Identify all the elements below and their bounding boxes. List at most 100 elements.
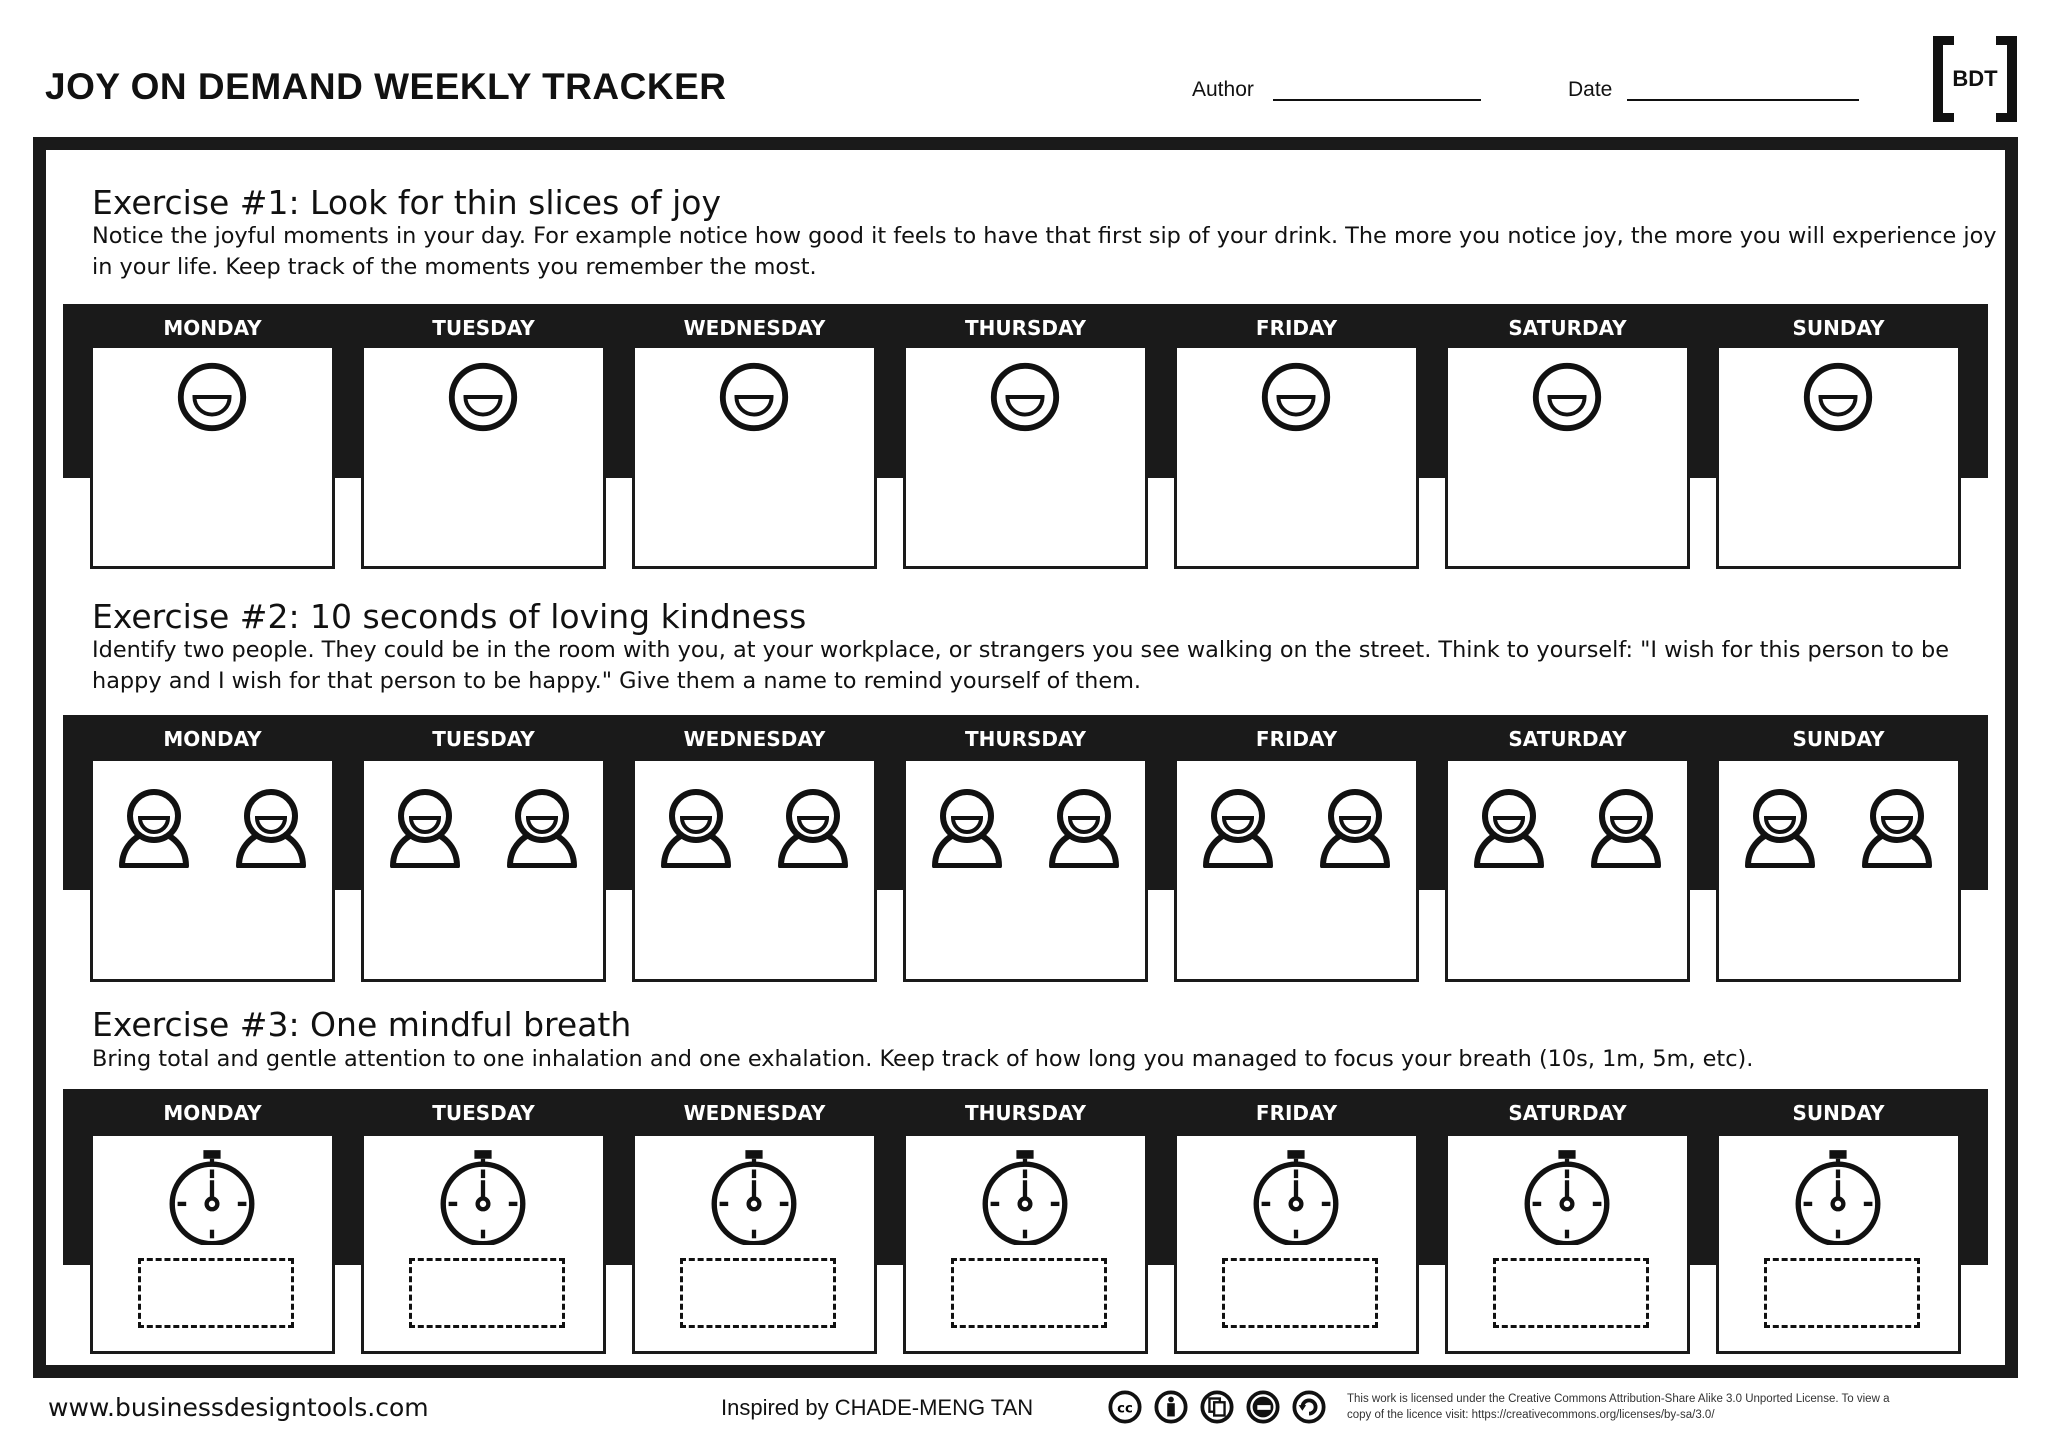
date-label: Date xyxy=(1568,78,1613,101)
by-icon xyxy=(1154,1390,1188,1424)
breath-duration-field[interactable] xyxy=(1764,1258,1920,1328)
exercise-2-wednesday-box[interactable] xyxy=(632,758,877,982)
breath-duration-field[interactable] xyxy=(680,1258,836,1328)
day-label-wednesday: WEDNESDAY xyxy=(683,727,826,751)
stopwatch-icon xyxy=(982,1150,1068,1245)
exercise-2-sunday-box[interactable] xyxy=(1716,758,1961,982)
exercise-1-wednesday-box[interactable] xyxy=(632,345,877,569)
stopwatch-icon xyxy=(169,1150,255,1245)
person-icon xyxy=(1320,789,1390,868)
day-label-monday: MONDAY xyxy=(163,316,262,340)
person-icon xyxy=(778,789,848,868)
day-label-wednesday: WEDNESDAY xyxy=(683,1101,826,1125)
breath-duration-field[interactable] xyxy=(138,1258,294,1328)
stopwatch-icon xyxy=(1795,1150,1881,1245)
bdt-logo-icon xyxy=(1933,36,2017,122)
person-icon xyxy=(1203,789,1273,868)
person-icon xyxy=(661,789,731,868)
person-icon xyxy=(932,789,1002,868)
website-link[interactable]: www.businessdesigntools.com xyxy=(48,1393,429,1422)
exercise-1-friday-box[interactable] xyxy=(1174,345,1419,569)
exercise-2-thursday-box[interactable] xyxy=(903,758,1148,982)
day-label-friday: FRIDAY xyxy=(1255,316,1338,340)
stopwatch-icon xyxy=(440,1150,526,1245)
license-text: This work is licensed under the Creative… xyxy=(1347,1391,1889,1423)
exercise-3-friday-box[interactable] xyxy=(1174,1133,1419,1354)
day-label-saturday: SATURDAY xyxy=(1508,727,1627,751)
license-icons: cc xyxy=(1108,1390,1326,1426)
day-label-sunday: SUNDAY xyxy=(1792,316,1885,340)
author-label: Author xyxy=(1192,78,1254,101)
author-field[interactable] xyxy=(1273,99,1481,101)
exercise-3-description: Bring total and gentle attention to one … xyxy=(92,1046,1754,1072)
exercise-2-tuesday-box[interactable] xyxy=(361,758,606,982)
person-icon xyxy=(390,789,460,868)
inspired-by: Inspired by CHADE-MENG TAN xyxy=(721,1395,1034,1420)
exercise-3-saturday-box[interactable] xyxy=(1445,1133,1690,1354)
exercise-3-monday-box[interactable] xyxy=(90,1133,335,1354)
day-label-thursday: THURSDAY xyxy=(964,316,1087,340)
svg-text:cc: cc xyxy=(1117,1402,1133,1417)
day-label-sunday: SUNDAY xyxy=(1792,727,1885,751)
smiley-icon xyxy=(719,362,789,432)
share-alike-icon xyxy=(1292,1390,1326,1424)
person-icon xyxy=(1862,789,1932,868)
person-icon xyxy=(1591,789,1661,868)
person-icon xyxy=(119,789,189,868)
day-label-tuesday: TUESDAY xyxy=(432,1101,535,1125)
day-label-tuesday: TUESDAY xyxy=(432,316,535,340)
exercise-2-description: Identify two people. They could be in th… xyxy=(92,637,1949,694)
exercise-1-description: Notice the joyful moments in your day. F… xyxy=(92,223,1997,280)
exercise-1-sunday-box[interactable] xyxy=(1716,345,1961,569)
smiley-icon xyxy=(1803,362,1873,432)
smiley-icon xyxy=(1261,362,1331,432)
noncommercial-icon xyxy=(1246,1390,1280,1424)
person-icon xyxy=(236,789,306,868)
exercise-1-monday-box[interactable] xyxy=(90,345,335,569)
person-icon xyxy=(1745,789,1815,868)
license-line-2[interactable]: copy of the licence visit: https://creat… xyxy=(1347,1409,1715,1421)
cc-icon: cc xyxy=(1108,1390,1142,1424)
day-label-friday: FRIDAY xyxy=(1255,727,1338,751)
exercise-3-title: Exercise #3: One mindful breath xyxy=(92,1005,632,1044)
exercise-1-saturday-box[interactable] xyxy=(1445,345,1690,569)
exercise-2-monday-box[interactable] xyxy=(90,758,335,982)
copy-icon xyxy=(1200,1390,1234,1424)
license-line-1: This work is licensed under the Creative… xyxy=(1347,1393,1890,1405)
breath-duration-field[interactable] xyxy=(1222,1258,1378,1328)
day-label-saturday: SATURDAY xyxy=(1508,316,1627,340)
day-label-tuesday: TUESDAY xyxy=(432,727,535,751)
person-icon xyxy=(507,789,577,868)
smiley-icon xyxy=(448,362,518,432)
exercise-1-tuesday-box[interactable] xyxy=(361,345,606,569)
person-icon xyxy=(1474,789,1544,868)
person-icon xyxy=(1049,789,1119,868)
day-label-friday: FRIDAY xyxy=(1255,1101,1338,1125)
breath-duration-field[interactable] xyxy=(1493,1258,1649,1328)
exercise-3-wednesday-box[interactable] xyxy=(632,1133,877,1354)
stopwatch-icon xyxy=(1253,1150,1339,1245)
exercise-2-friday-box[interactable] xyxy=(1174,758,1419,982)
breath-duration-field[interactable] xyxy=(951,1258,1107,1328)
stopwatch-icon xyxy=(711,1150,797,1245)
day-label-thursday: THURSDAY xyxy=(964,727,1087,751)
exercise-2-title: Exercise #2: 10 seconds of loving kindne… xyxy=(92,597,807,636)
day-label-monday: MONDAY xyxy=(163,1101,262,1125)
day-label-saturday: SATURDAY xyxy=(1508,1101,1627,1125)
breath-duration-field[interactable] xyxy=(409,1258,565,1328)
exercise-3-thursday-box[interactable] xyxy=(903,1133,1148,1354)
exercise-1-thursday-box[interactable] xyxy=(903,345,1148,569)
stopwatch-icon xyxy=(1524,1150,1610,1245)
exercise-3-tuesday-box[interactable] xyxy=(361,1133,606,1354)
day-label-thursday: THURSDAY xyxy=(964,1101,1087,1125)
page-title: JOY ON DEMAND WEEKLY TRACKER xyxy=(45,66,727,107)
date-field[interactable] xyxy=(1627,99,1859,101)
day-label-wednesday: WEDNESDAY xyxy=(683,316,826,340)
day-label-monday: MONDAY xyxy=(163,727,262,751)
exercise-2-saturday-box[interactable] xyxy=(1445,758,1690,982)
smiley-icon xyxy=(177,362,247,432)
smiley-icon xyxy=(990,362,1060,432)
smiley-icon xyxy=(1532,362,1602,432)
exercise-1-title: Exercise #1: Look for thin slices of joy xyxy=(92,183,721,222)
exercise-3-sunday-box[interactable] xyxy=(1716,1133,1961,1354)
